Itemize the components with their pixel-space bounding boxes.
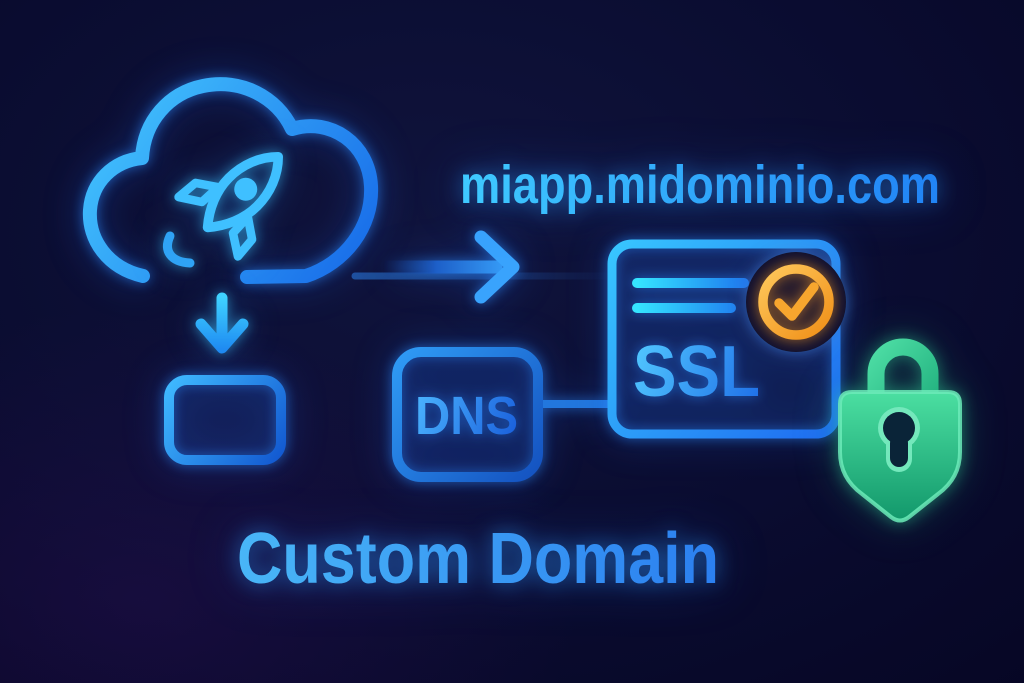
arrow-right-head bbox=[474, 230, 520, 304]
check-circle-icon bbox=[758, 264, 834, 340]
arrow-down-icon bbox=[195, 292, 249, 354]
rocket-icon bbox=[163, 151, 284, 268]
rocket-body bbox=[202, 151, 284, 233]
dns-label: DNS bbox=[415, 386, 518, 446]
rocket-window bbox=[234, 177, 258, 201]
padlock-keyhole bbox=[878, 407, 920, 472]
arrow-right-icon bbox=[378, 230, 520, 304]
cloud-outline bbox=[82, 77, 379, 284]
rocket-exhaust-swoosh bbox=[163, 231, 195, 268]
rocket-fin-left bbox=[174, 178, 223, 207]
rocket-fin-right bbox=[228, 212, 257, 261]
domain-label: miapp.midominio.com bbox=[460, 155, 940, 215]
check-circle-ring bbox=[758, 264, 834, 340]
dns-icon: DNS bbox=[392, 347, 614, 482]
keyhole-stem bbox=[890, 434, 908, 467]
check-mark bbox=[774, 282, 819, 321]
keyhole-circle bbox=[883, 412, 915, 444]
box-icon bbox=[164, 375, 286, 465]
ssl-label: SSL bbox=[633, 332, 760, 412]
deploy-box-outline bbox=[164, 375, 286, 465]
arrow-down-head bbox=[195, 318, 249, 354]
page-title: Custom Domain bbox=[237, 519, 719, 599]
padlock-shackle bbox=[867, 338, 939, 400]
dns-box-outline bbox=[392, 347, 543, 482]
padlock-icon bbox=[838, 338, 962, 523]
cloud-icon bbox=[82, 77, 379, 284]
